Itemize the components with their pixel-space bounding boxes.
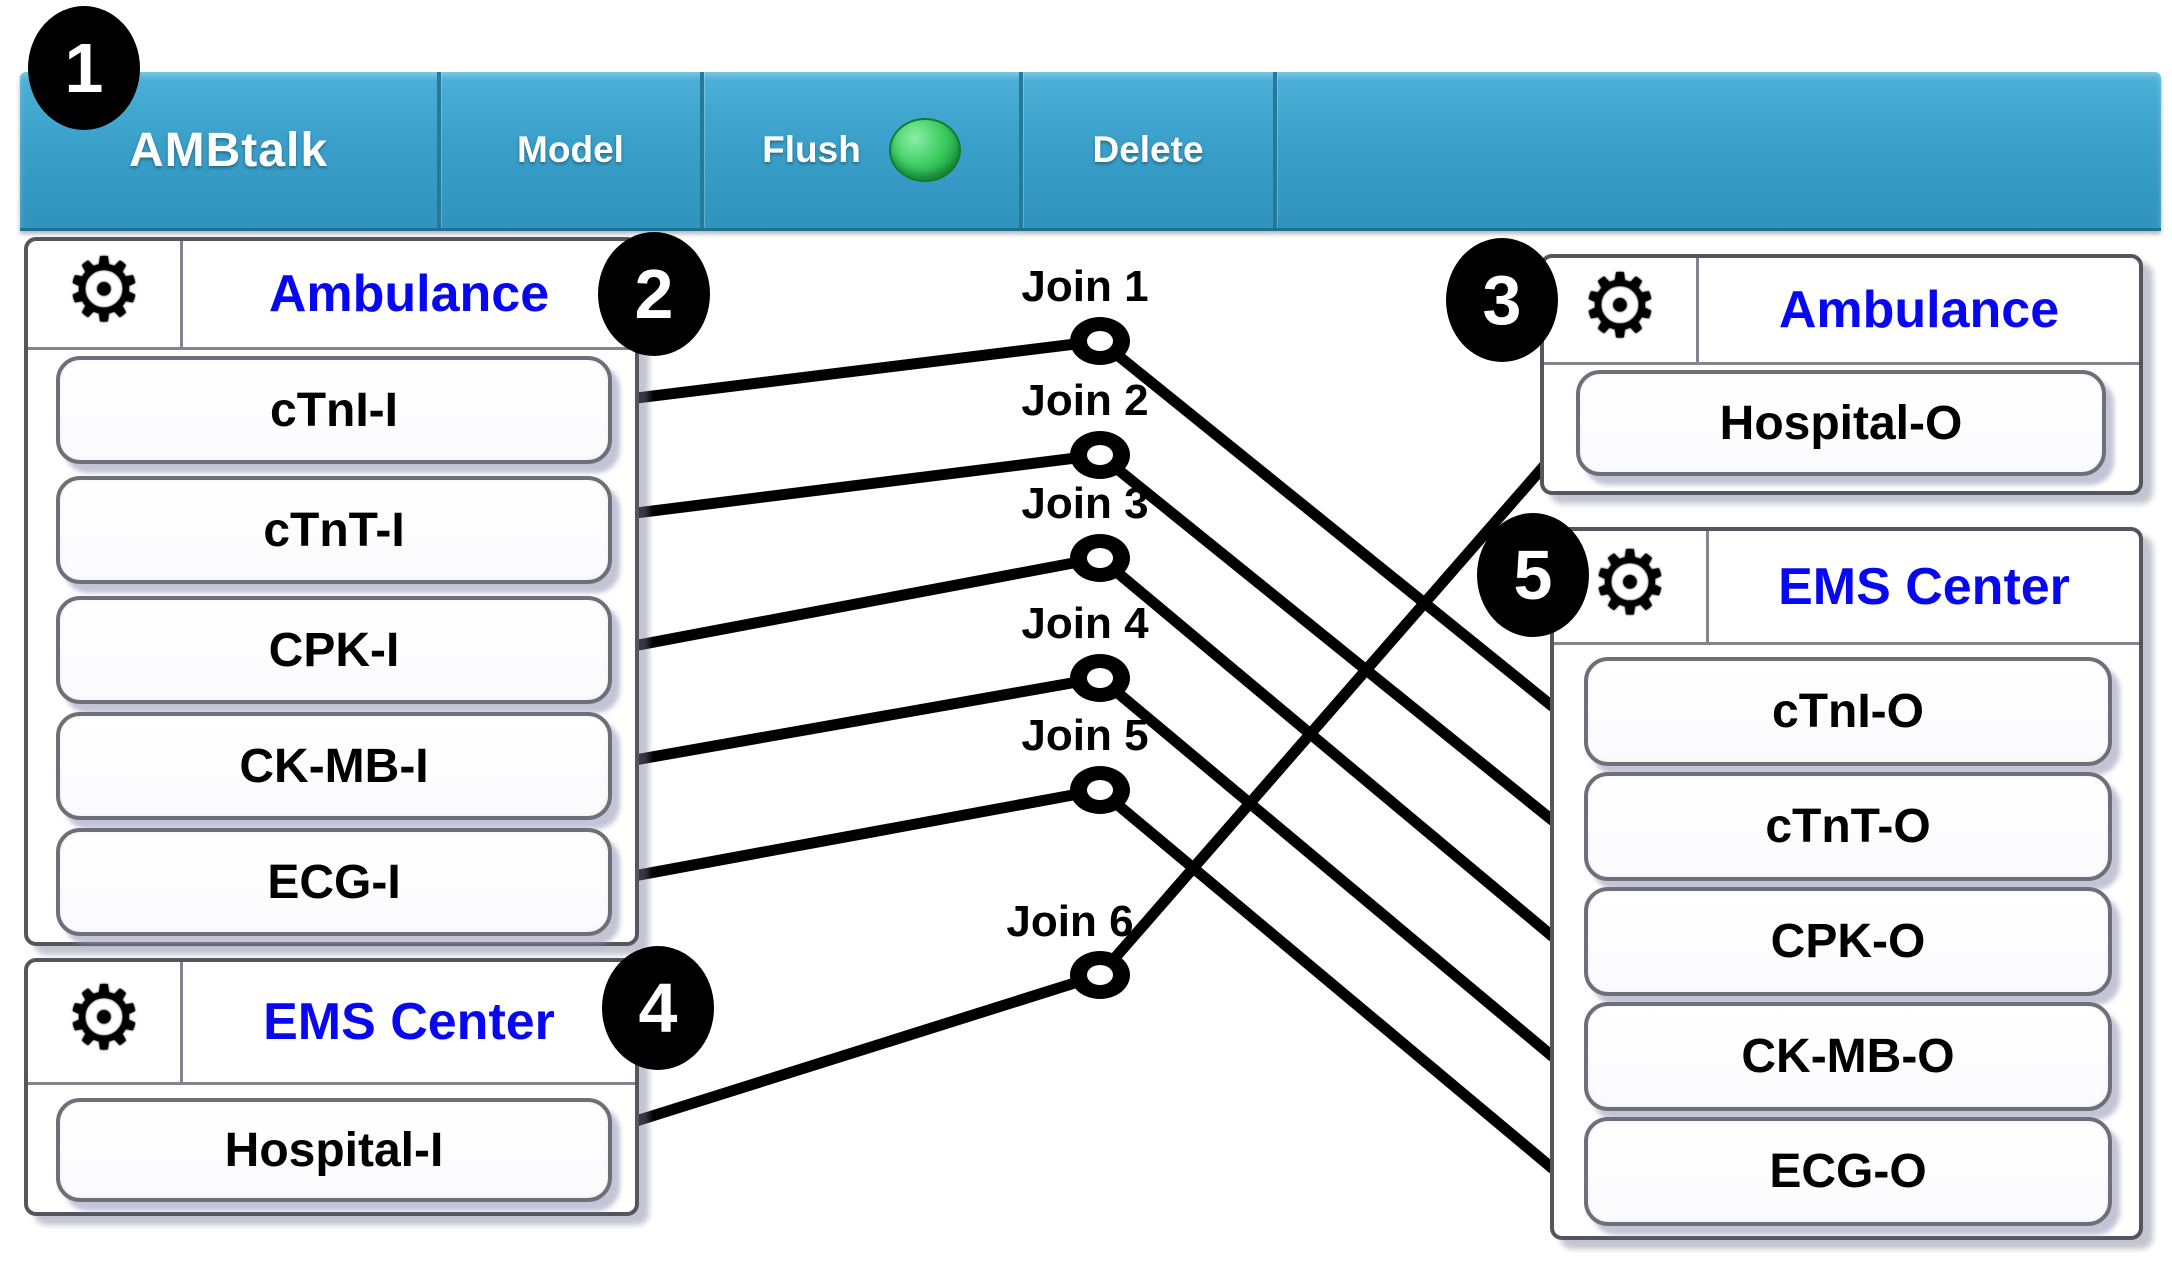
wire-join2-ctnt-o — [1094, 449, 1558, 826]
join-5-label: Join 5 — [1021, 711, 1149, 760]
wire-ckmb-i-join4 — [606, 672, 1106, 770]
ambulance-right-title: Ambulance — [1778, 281, 2060, 339]
ctnt-o-node[interactable]: cTnT-O — [1584, 772, 2112, 881]
ctni-i-node[interactable]: cTnI-I — [56, 356, 612, 464]
flush-status-led-icon — [888, 118, 961, 182]
ems-center-left-panel: ⚙ EMS Center Hospital-I — [24, 958, 639, 1216]
ems-center-right-panel: ⚙ EMS Center cTnI-O cTnT-O CPK-O CK-MB-O… — [1550, 527, 2143, 1240]
join-1-label: Join 1 — [1021, 262, 1149, 311]
toolbar-separator — [437, 72, 441, 228]
gear-icon: ⚙ — [64, 968, 144, 1067]
ckmb-i-node[interactable]: CK-MB-I — [56, 712, 612, 820]
cpk-o-node[interactable]: CPK-O — [1584, 887, 2112, 996]
ambulance-left-panel: ⚙ Ambulance cTnI-I cTnT-I CPK-I CK-MB-I … — [24, 237, 639, 946]
ambulance-right-settings-button[interactable]: ⚙ — [1544, 258, 1699, 362]
toolbar-separator — [1273, 72, 1277, 228]
wire-join1-ctni-o — [1094, 335, 1558, 712]
ckmb-o-node[interactable]: CK-MB-O — [1584, 1002, 2112, 1111]
flush-menu-button[interactable]: Flush — [704, 72, 1019, 228]
app-title: AMBtalk — [128, 123, 329, 177]
wire-ecg-i-join5 — [606, 784, 1106, 886]
gear-icon: ⚙ — [1590, 532, 1670, 632]
step-badge-1: 1 — [28, 6, 140, 130]
wire-join4-ckmb-o — [1094, 672, 1558, 1062]
ambulance-left-title: Ambulance — [268, 265, 550, 323]
wire-hospital-i-join6 — [608, 969, 1106, 1134]
join-6-label: Join 6 — [1006, 897, 1134, 946]
join-2-dot[interactable] — [1070, 431, 1130, 479]
ems-right-settings-button[interactable]: ⚙ — [1554, 531, 1709, 642]
wire-cpk-i-join3 — [606, 552, 1106, 656]
ambulance-left-settings-button[interactable]: ⚙ — [28, 241, 183, 347]
gear-icon: ⚙ — [64, 240, 144, 339]
top-toolbar: AMBtalk Model Flush Delete — [20, 72, 2161, 231]
wire-ctni-i-join1 — [606, 335, 1106, 407]
ems-left-title: EMS Center — [263, 993, 555, 1051]
step-badge-4: 4 — [602, 946, 714, 1070]
hospital-o-node[interactable]: Hospital-O — [1576, 370, 2106, 476]
ctnt-i-node[interactable]: cTnT-I — [56, 476, 612, 584]
join-4-dot[interactable] — [1070, 654, 1130, 702]
ecg-o-node[interactable]: ECG-O — [1584, 1117, 2112, 1226]
flush-label: Flush — [762, 129, 861, 170]
ems-left-settings-button[interactable]: ⚙ — [28, 962, 183, 1082]
wire-join3-cpk-o — [1094, 552, 1558, 942]
ems-right-title: EMS Center — [1778, 557, 2070, 616]
step-badge-3: 3 — [1446, 238, 1558, 362]
join-5-dot[interactable] — [1070, 766, 1130, 814]
ecg-i-node[interactable]: ECG-I — [56, 828, 612, 936]
toolbar-separator — [1019, 72, 1023, 228]
join-6-dot[interactable] — [1070, 951, 1130, 999]
join-2-label: Join 2 — [1021, 376, 1149, 425]
delete-menu-button[interactable]: Delete — [1092, 129, 1204, 170]
wire-ctnt-i-join2 — [606, 449, 1106, 522]
join-1-dot[interactable] — [1070, 317, 1130, 365]
model-menu-button[interactable]: Model — [517, 129, 624, 170]
toolbar-separator — [700, 72, 704, 228]
join-3-dot[interactable] — [1070, 534, 1130, 582]
join-3-label: Join 3 — [1021, 479, 1149, 528]
wire-join6-hospital-o — [1094, 452, 1557, 981]
ambulance-right-panel: ⚙ Ambulance Hospital-O — [1540, 254, 2143, 495]
ctni-o-node[interactable]: cTnI-O — [1584, 657, 2112, 766]
step-badge-2: 2 — [598, 232, 710, 356]
wire-join5-ecg-o — [1094, 784, 1558, 1174]
cpk-i-node[interactable]: CPK-I — [56, 596, 612, 704]
hospital-i-node[interactable]: Hospital-I — [56, 1098, 612, 1202]
join-4-label: Join 4 — [1021, 599, 1149, 648]
step-badge-5: 5 — [1477, 513, 1589, 637]
gear-icon: ⚙ — [1580, 256, 1660, 355]
